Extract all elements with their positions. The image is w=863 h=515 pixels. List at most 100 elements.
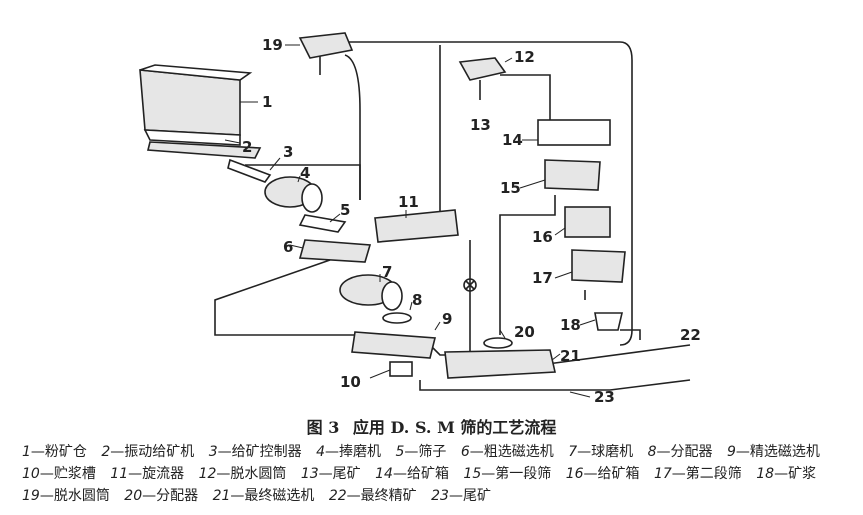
label-12: 12 [514,48,535,66]
legend-item-name: 尾矿 [332,466,361,482]
label-20: 20 [514,323,535,341]
legend-item: 2—振动给矿机 [101,444,194,460]
label-23: 23 [594,388,615,406]
legend-item-number: 6 [460,444,470,460]
legend-item-number: 9 [727,444,736,460]
legend-item-number: 10 [22,466,40,482]
label-11: 11 [398,193,419,211]
legend-item-name: 最终磁选机 [244,488,315,504]
legend-item: 19—脱水圆筒 [22,488,110,504]
legend-item-separator: — [656,444,671,460]
legend-item-separator: — [39,466,54,482]
legend-item-name: 贮浆槽 [53,466,96,482]
equipment-labels: 1 2 3 4 5 6 7 8 9 10 11 12 13 14 15 16 1… [242,36,701,406]
legend-item-separator: — [30,444,45,460]
flow-lines [214,41,691,391]
legend-item: 23—尾矿 [431,488,491,504]
legend-item-number: 12 [198,466,217,482]
legend-item-number: 23 [431,488,449,504]
legend-item-number: 15 [463,466,482,482]
legend-item: 21—最终磁选机 [213,488,315,504]
label-21: 21 [560,347,581,365]
legend-item-number: 20 [124,488,143,504]
legend-item-separator: — [39,488,54,504]
legend-item-name: 粗选磁选机 [483,444,554,460]
label-16: 16 [532,228,553,246]
legend-item-separator: — [346,488,361,504]
label-5: 5 [340,201,350,219]
legend-item-name: 给矿箱 [597,466,640,482]
label-2: 2 [242,138,252,156]
legend-item-name: 尾矿 [462,488,491,504]
figure-legend: 1—粉矿仓 2—振动给矿机 3—给矿控制器 4—捧磨机 5—筛子 6—粗选磁选机… [22,441,852,507]
legend-item-number: 21 [212,488,231,504]
figure-title: 应用 D. S. M 筛的工艺流程 [352,418,557,437]
legend-item-number: 5 [395,444,405,460]
legend-item-number: 22 [328,488,347,504]
legend-item: 20—分配器 [124,488,198,504]
legend-item-separator: — [671,466,686,482]
legend-item-separator: — [583,466,598,482]
legend-item-separator: — [110,444,125,460]
legend-item: 5—筛子 [396,444,447,460]
legend-item: 17—第二段筛 [654,466,742,482]
legend-item: 14—给矿箱 [375,466,449,482]
legend-item-separator: — [469,444,484,460]
legend-item-separator: — [735,444,750,460]
legend-item: 3—给矿控制器 [209,444,302,460]
legend-item-separator: — [481,466,496,482]
legend-item-number: 2 [101,444,111,460]
legend-item-name: 捧磨机 [339,444,382,460]
legend-item: 10—贮浆槽 [22,466,96,482]
label-6: 6 [283,238,293,256]
legend-item-name: 筛子 [418,444,447,460]
legend-item-number: 1 [22,444,31,460]
legend-item: 18—矿浆 [756,466,816,482]
legend-item-number: 18 [756,466,775,482]
legend-item-name: 第一段筛 [495,466,552,482]
equipment [139,32,626,379]
legend-item-separator: — [318,466,333,482]
legend-item-name: 第二段筛 [685,466,742,482]
label-1: 1 [262,93,272,111]
legend-item-separator: — [577,444,592,460]
legend-item: 12—脱水圆筒 [199,466,287,482]
legend-item-name: 最终精矿 [360,488,417,504]
legend-item-number: 17 [653,466,672,482]
legend-item-name: 给矿箱 [406,466,449,482]
legend-item-separator: — [230,488,245,504]
label-15: 15 [500,179,521,197]
legend-item-name: 振动给矿机 [124,444,195,460]
legend-item-number: 11 [110,466,129,482]
legend-item: 8—分配器 [648,444,713,460]
legend-item-number: 19 [22,488,40,504]
fine-ore-bin-shape [139,69,241,136]
legend-item-name: 球磨机 [591,444,634,460]
legend-item-name: 粉矿仓 [44,444,87,460]
label-14: 14 [502,131,523,149]
label-22: 22 [680,326,701,344]
legend-item-separator: — [216,466,231,482]
legend-item-name: 精选磁选机 [749,444,820,460]
legend-item: 7—球磨机 [568,444,633,460]
legend-item-name: 分配器 [156,488,199,504]
legend-item-number: 7 [568,444,578,460]
legend-item-name: 脱水圆筒 [53,488,110,504]
label-4: 4 [300,164,310,182]
legend-item: 9—精选磁选机 [727,444,820,460]
leader-lines [224,44,596,398]
label-9: 9 [442,310,452,328]
legend-item-number: 8 [647,444,657,460]
legend-item-number: 14 [375,466,393,482]
legend-item: 1—粉矿仓 [22,444,87,460]
legend-item: 6—粗选磁选机 [461,444,554,460]
legend-item-separator: — [128,466,143,482]
process-flow-diagram: 1 2 3 4 5 6 7 8 9 10 11 12 13 14 15 16 1… [139,32,701,406]
legend-item-name: 矿浆 [788,466,817,482]
legend-item-separator: — [404,444,419,460]
legend-item-separator: — [448,488,463,504]
label-8: 8 [412,291,422,309]
legend-item: 11—旋流器 [110,466,184,482]
legend-item: 22—最终精矿 [329,488,417,504]
legend-item-number: 13 [300,466,319,482]
